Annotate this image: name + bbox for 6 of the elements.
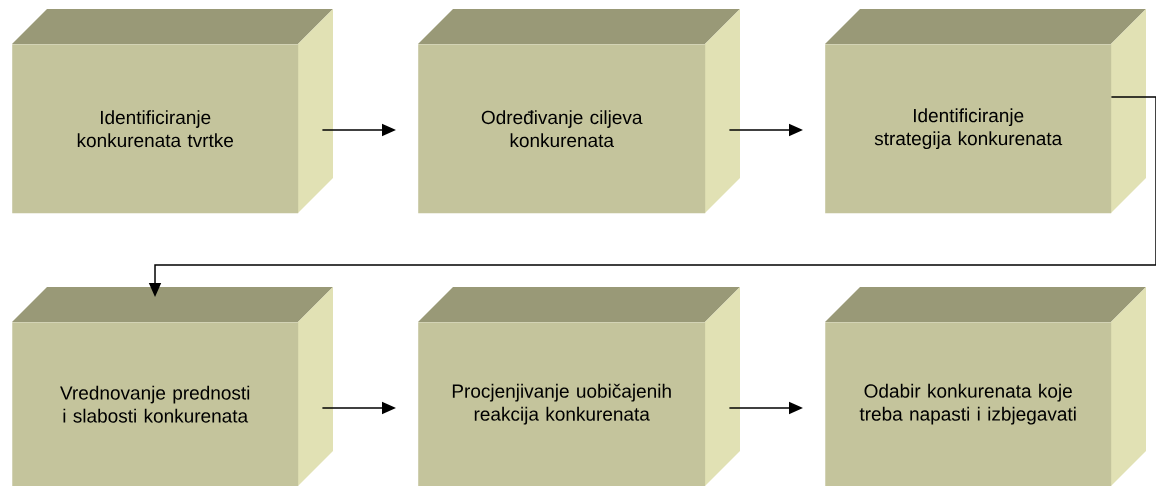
box-3d: Identificiranje strategija konkurenata <box>825 9 1146 214</box>
box-3d: Odabir konkurenata koje treba napasti i izbjegavati <box>825 287 1146 486</box>
box-3d: Određivanje ciljeva konkurenata <box>418 9 740 214</box>
box-3d: Identificiranje konkurenata tvrtke <box>12 9 333 214</box>
box-3d: Procjenjivanje uobičajenih reakcija konkurenata <box>418 287 740 486</box>
box-3d: Vrednovanje prednosti i slabosti konkurenata <box>12 287 333 486</box>
